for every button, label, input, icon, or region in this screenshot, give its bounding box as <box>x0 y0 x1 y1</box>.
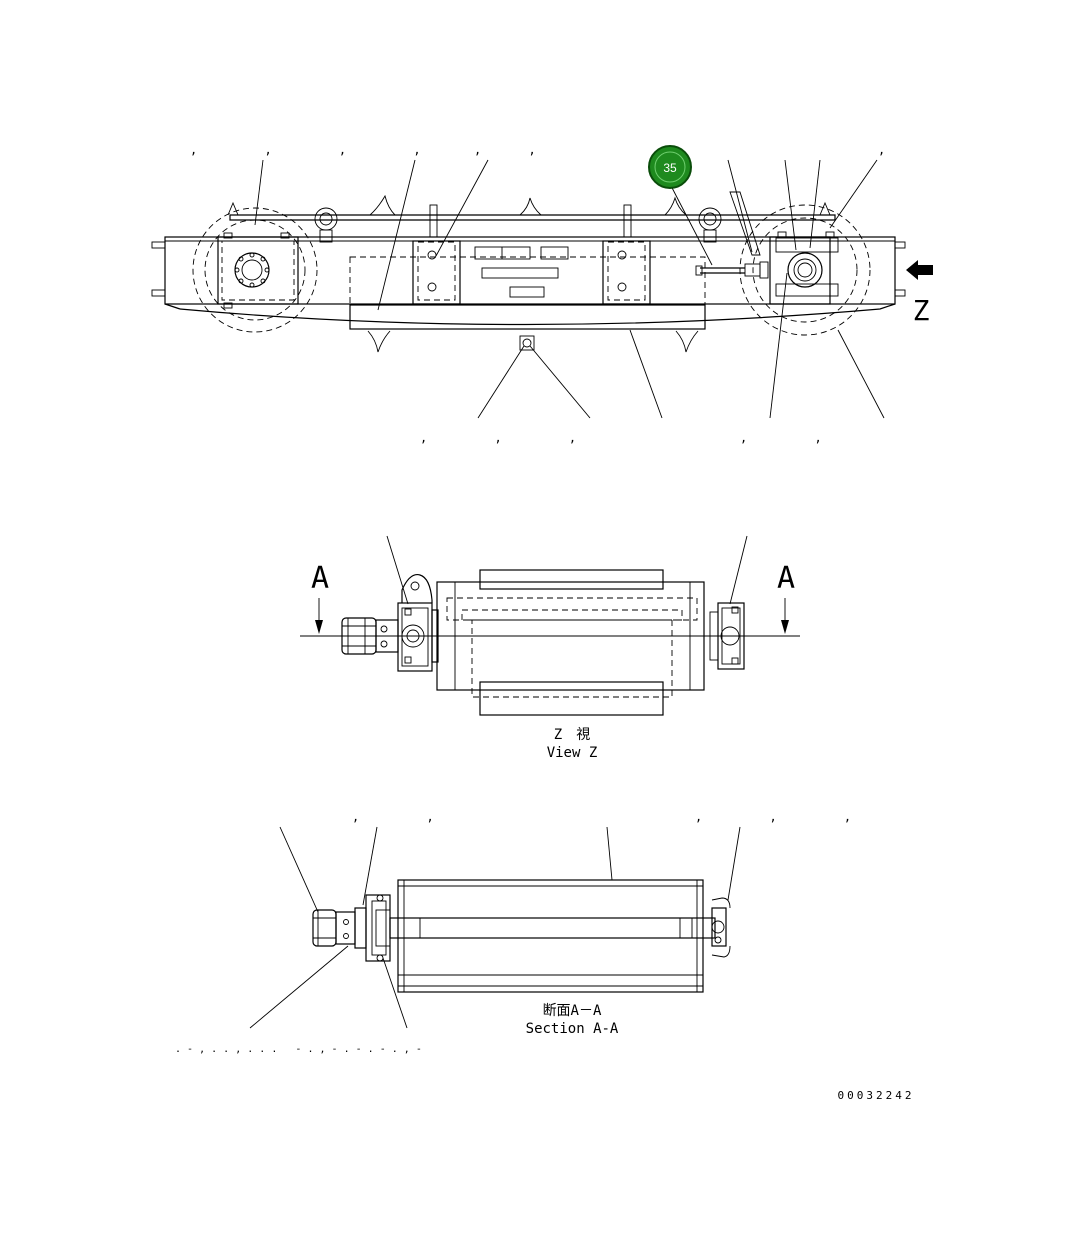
section-a-a-assembly: , , , , , 断面A－A Section A-A <box>249 810 881 1037</box>
leader-marks-bottom-b: , , <box>740 431 852 445</box>
leader-marks-bottom-a: , , , <box>420 431 606 445</box>
callout-number: 35 <box>663 161 677 175</box>
leader-marks-sec-left: , , <box>352 810 464 824</box>
view-z-caption-en: View Z <box>547 745 598 761</box>
side-view-assembly: Z , , , , , , , , , , , , <box>151 143 933 445</box>
section-arrow-left-icon <box>315 620 323 634</box>
section-arrow-right-icon <box>781 620 789 634</box>
view-z-caption-jp: Z 視 <box>554 727 590 743</box>
section-caption-en: Section A-A <box>526 1021 619 1037</box>
left-hub-icon <box>234 252 270 288</box>
footer-leader-marks: . - , . . , . . . - . , - . - . - . , - <box>175 1044 422 1055</box>
leader-marks-top-left: , , , , <box>190 143 451 157</box>
right-hub-icon <box>787 252 823 288</box>
right-pulley-outline <box>739 204 871 336</box>
leader-marks-top-mid: , , <box>474 143 556 157</box>
view-z-label: Z <box>913 294 930 327</box>
section-caption-jp: 断面A－A <box>543 1003 602 1019</box>
drawing-number: 00032242 <box>838 1089 915 1102</box>
main-frame <box>164 236 896 305</box>
left-pulley-outline <box>192 207 318 333</box>
view-z-arrow-icon <box>906 260 933 280</box>
section-arrow-left-label: A <box>311 561 329 596</box>
leader-marks-sec-right: , , , <box>695 810 881 824</box>
callout-bubble[interactable]: 35 <box>648 145 692 189</box>
section-arrow-right-label: A <box>777 561 795 596</box>
leader-marks-top-right: , <box>878 143 885 157</box>
view-z-assembly: A A <box>300 535 800 761</box>
